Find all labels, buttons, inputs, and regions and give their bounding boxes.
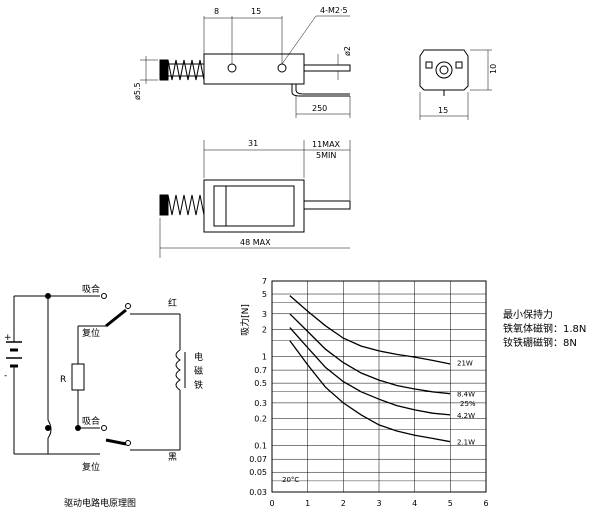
temperature-annotation: 20°C: [282, 476, 299, 484]
spec-line-1: 铁氧体磁钢：1.8N: [503, 322, 586, 335]
dim-total: 48 MAX: [240, 238, 271, 247]
series-label: 4.2W: [457, 412, 475, 420]
y-tick-label: 2: [262, 325, 267, 334]
series-label: 2.1W: [457, 439, 475, 447]
series-line: [289, 327, 451, 416]
y-tick-label: 0.03: [249, 488, 267, 497]
y-tick-label: 3: [262, 310, 267, 319]
dim-plunger: ø5.5: [133, 82, 142, 100]
y-tick-label: 5: [262, 290, 267, 299]
y-tick-label: 0.2: [254, 415, 267, 424]
label-reset-bottom: 复位: [82, 461, 100, 473]
y-axis-label: 吸力[N]: [239, 304, 251, 336]
dim-lead: 250: [312, 104, 327, 113]
dim-max: 11MAX: [312, 140, 341, 149]
series-label: 25%: [460, 400, 476, 408]
x-tick-label: 1: [305, 499, 310, 508]
y-tick-label: 0.1: [254, 441, 267, 450]
series-line: [289, 313, 451, 395]
label-reset-top: 复位: [82, 327, 100, 339]
side-view-drawing: [159, 140, 351, 258]
series-label: 8.4W: [457, 391, 475, 399]
force-stroke-chart: 7 5 3 2 1 0.7 0.5 0.3 0.2 0.1 0.07 0.05 0.030 1 2 3 4 5 6 吸…: [239, 277, 489, 508]
y-tick-label: 0.3: [254, 399, 267, 408]
series-line: [289, 340, 451, 443]
label-coil-1: 电: [194, 351, 203, 363]
y-tick-label: 0.05: [249, 468, 267, 477]
y-tick-label: 0.5: [254, 379, 267, 388]
dim-mid: 15: [251, 7, 261, 16]
end-view-drawing: [419, 49, 492, 120]
label-wire-black: 黑: [168, 452, 177, 463]
dim-left: 8: [214, 7, 219, 16]
label-coil-3: 铁: [194, 379, 203, 391]
dim-width: 15: [438, 106, 448, 115]
x-tick-label: 2: [341, 499, 346, 508]
label-resistor: R: [60, 375, 66, 385]
y-tick-label: 0.7: [254, 366, 267, 375]
top-view-drawing: [140, 15, 351, 118]
spec-line-2: 钕铁硼磁钢：8N: [503, 336, 577, 349]
dim-min: 5MIN: [316, 151, 336, 160]
battery-plus: +: [4, 333, 12, 343]
y-tick-label: 1: [262, 352, 267, 361]
dim-holes: 4-M2·5: [320, 6, 348, 15]
dim-height: 10: [489, 64, 498, 74]
series-label: 21W: [457, 360, 473, 368]
x-tick-label: 3: [376, 499, 381, 508]
circuit-diagram: [6, 293, 186, 455]
label-wire-red: 红: [168, 297, 177, 309]
series-line: [289, 295, 451, 365]
y-tick-label: 0.07: [249, 455, 267, 464]
dim-shaft: ø2: [343, 46, 352, 56]
spec-heading: 最小保持力: [503, 308, 553, 321]
x-tick-label: 4: [412, 499, 417, 508]
x-tick-label: 5: [448, 499, 453, 508]
label-coil-2: 磁: [194, 365, 203, 377]
battery-minus: -: [4, 371, 7, 381]
dim-length: 31: [248, 139, 258, 148]
x-tick-label: 6: [483, 499, 488, 508]
label-pull-bottom: 吸合: [82, 415, 100, 427]
x-tick-label: 0: [269, 499, 274, 508]
circuit-title: 驱动电路电原理图: [64, 497, 136, 509]
y-tick-label: 7: [262, 277, 267, 286]
label-pull-top: 吸合: [82, 283, 100, 295]
